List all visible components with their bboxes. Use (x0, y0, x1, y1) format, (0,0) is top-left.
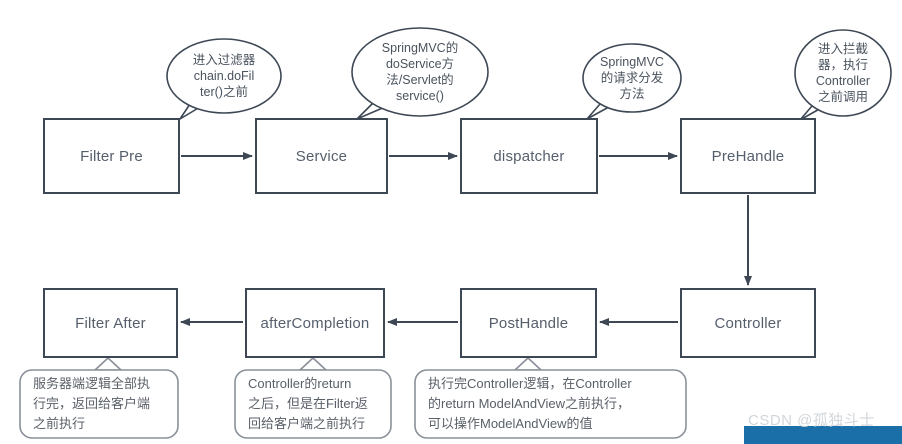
watermark-label: CSDN @孤独斗士 (748, 412, 875, 429)
note-posthandle-text: 执行完Controller逻辑，在Controller 的return Mode… (428, 376, 632, 431)
node-controller: Controller (680, 288, 816, 358)
node-label: afterCompletion (260, 314, 370, 332)
note-aftercompletion-tail (299, 357, 327, 371)
node-service: Service (255, 118, 388, 194)
note-aftercompletion-box (234, 369, 392, 439)
callout-bubbles-group (166, 27, 892, 121)
note-aftercompletion-text: Controller的return 之后，但是在Filter返 回给客户端之前执… (248, 376, 368, 431)
node-label: Controller (714, 314, 782, 332)
note-posthandle-tail (514, 357, 542, 371)
callout-service-ellipse (351, 27, 489, 117)
watermark-bar (744, 426, 902, 444)
callout-service (351, 27, 489, 120)
note-filter-after-tail (94, 357, 122, 371)
note-filter-after (19, 357, 179, 439)
note-boxes-group (19, 357, 687, 439)
node-aftercompletion: afterCompletion (245, 288, 385, 358)
note-posthandle (414, 357, 687, 439)
node-dispatcher: dispatcher (460, 118, 598, 194)
node-label: PreHandle (711, 147, 785, 165)
node-label: Filter After (75, 314, 146, 332)
edges-group (180, 152, 752, 326)
node-prehandle: PreHandle (680, 118, 816, 194)
callout-prehandle-ellipse (794, 29, 892, 117)
note-posthandle-box (414, 369, 687, 439)
node-filter-pre: Filter Pre (43, 118, 180, 194)
callout-dispatcher (582, 43, 682, 120)
node-label: dispatcher (493, 147, 565, 165)
note-filter-after-box (19, 369, 179, 439)
node-label: Service (295, 147, 348, 165)
node-label: Filter Pre (80, 147, 143, 165)
callout-filter-pre (166, 38, 282, 120)
node-filter-after: Filter After (43, 288, 178, 358)
node-label: PostHandle (488, 314, 569, 332)
callout-dispatcher-ellipse (582, 43, 682, 113)
note-filter-after-text: 服务器端逻辑全部执 行完，返回给客户端 之前执行 (33, 376, 151, 431)
callout-prehandle (794, 29, 892, 121)
node-posthandle: PostHandle (460, 288, 597, 358)
callout-filter-pre-ellipse (166, 38, 282, 114)
note-aftercompletion (234, 357, 392, 439)
